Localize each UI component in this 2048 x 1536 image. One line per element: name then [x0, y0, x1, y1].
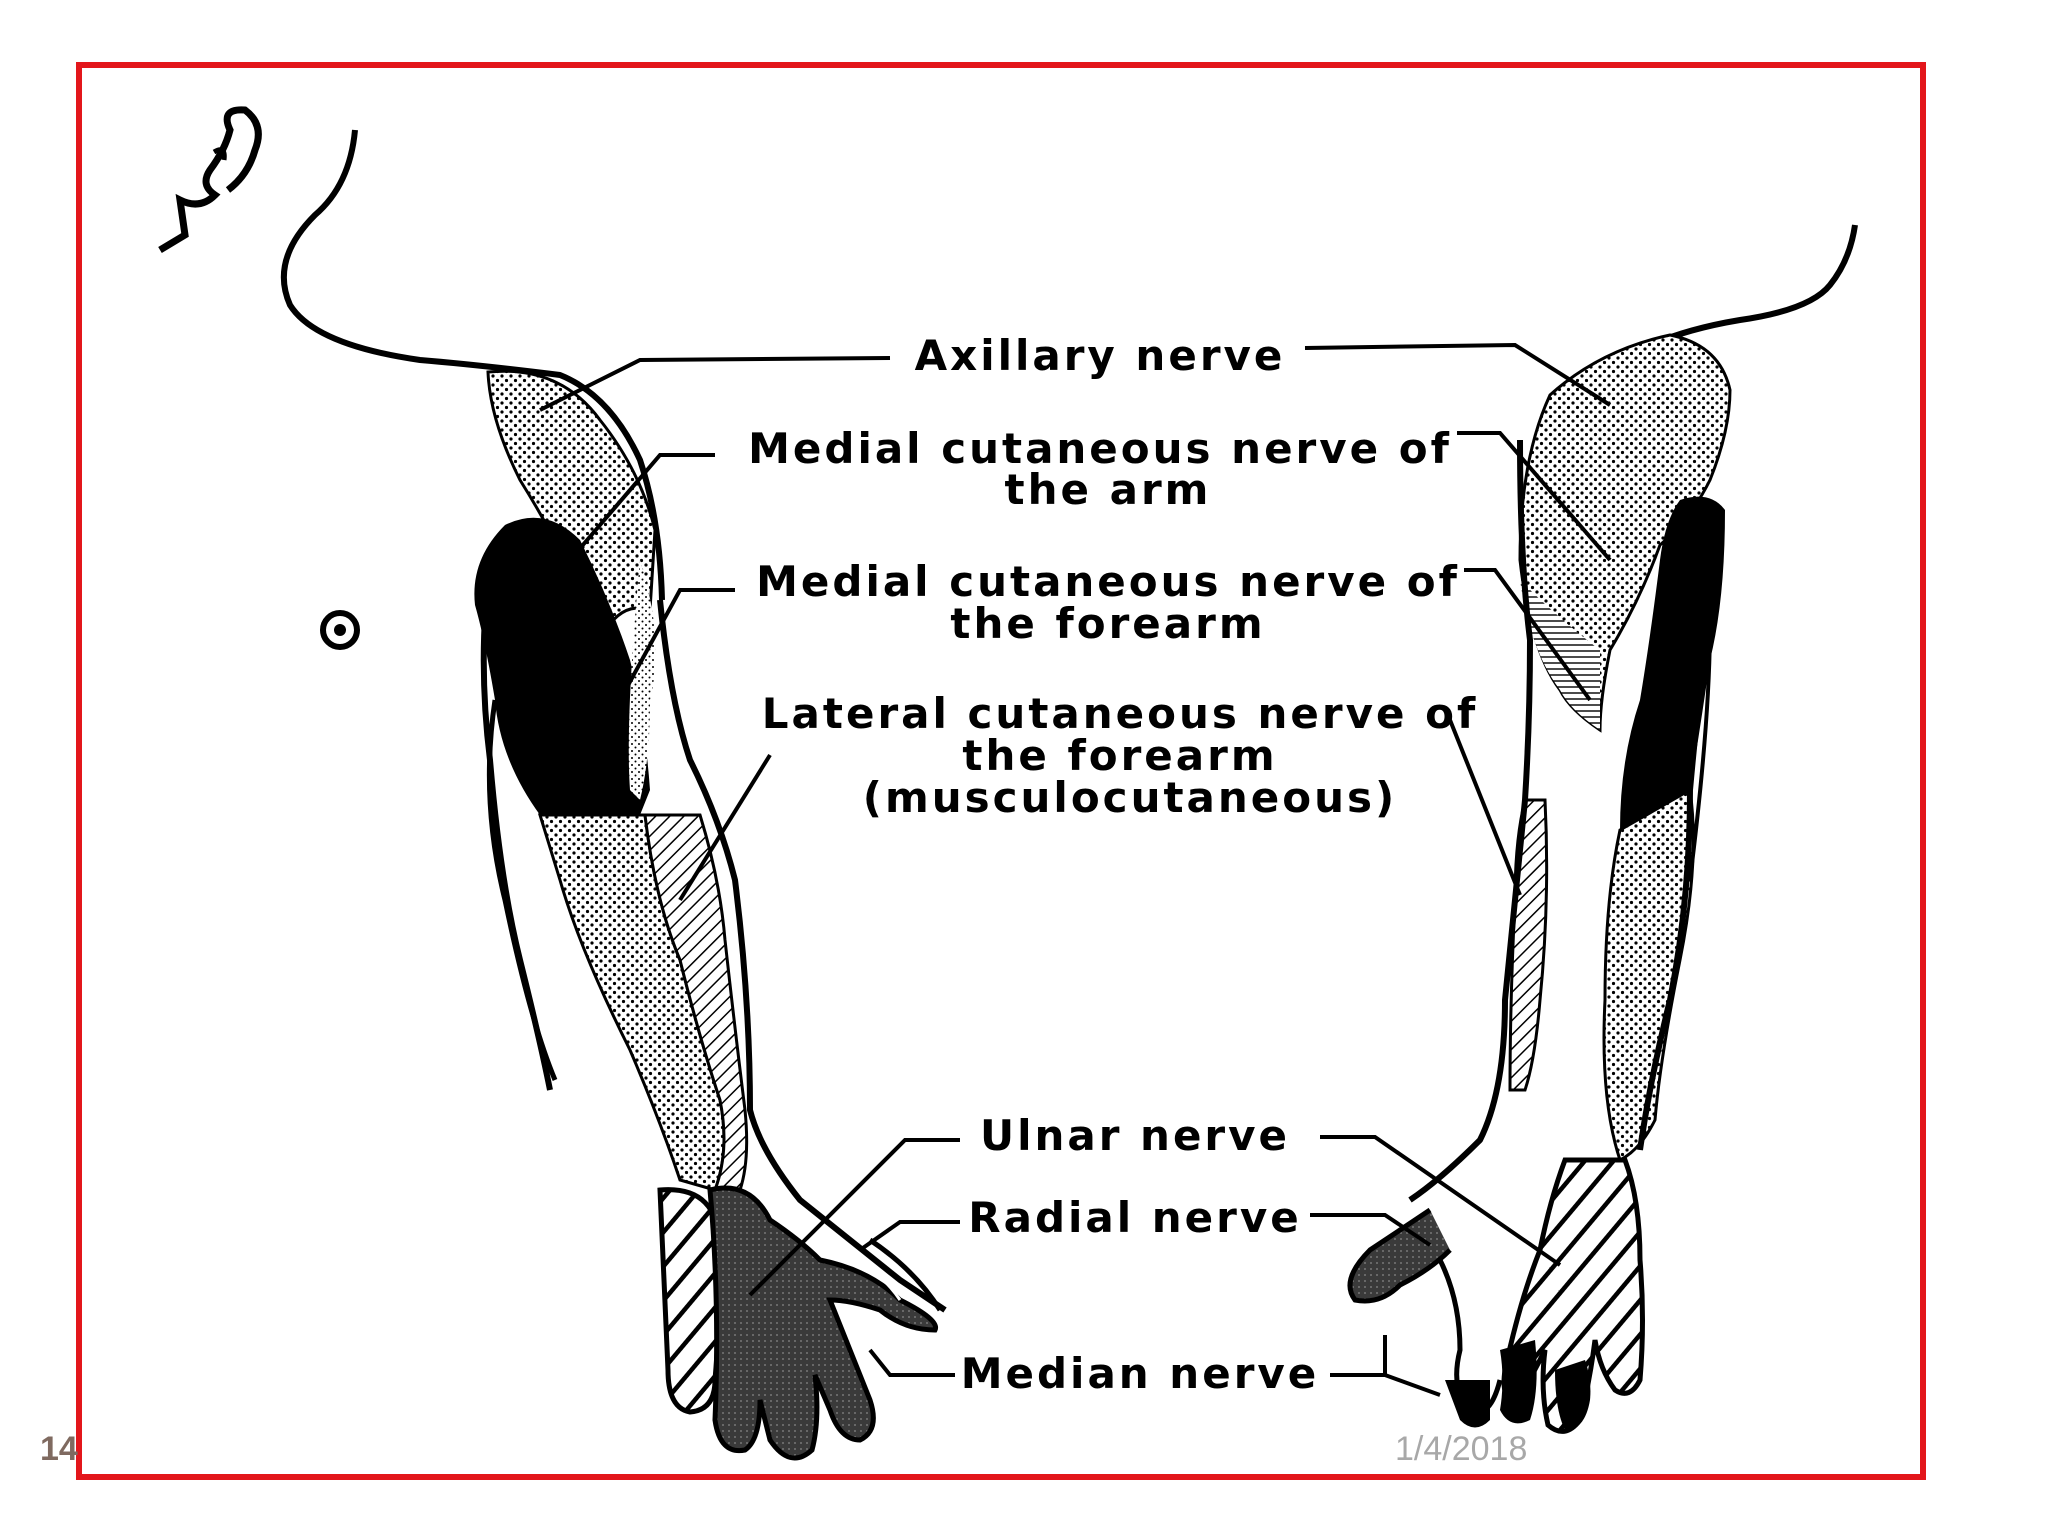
- nerve-labels: Axillary nerve Medial cutaneous nerve of…: [748, 331, 1478, 1398]
- left-arm: [158, 106, 947, 1461]
- neck-outline: [280, 129, 665, 601]
- label-medial-forearm-line2: the forearm: [950, 599, 1265, 648]
- ear-icon: [158, 106, 262, 254]
- ulnar-hand-region-right: [1501, 1157, 1645, 1434]
- radial-arm-region-right: [1620, 496, 1725, 830]
- slide-number: 14: [40, 1430, 78, 1468]
- label-radial-nerve: Radial nerve: [968, 1193, 1301, 1242]
- label-medial-arm-line2: the arm: [1005, 465, 1212, 514]
- leader-lines: [539, 342, 1612, 1397]
- label-median-nerve: Median nerve: [961, 1349, 1320, 1398]
- label-medial-forearm-line1: Medial cutaneous nerve of: [756, 557, 1460, 606]
- axillary-region: [486, 369, 657, 644]
- label-ulnar-nerve: Ulnar nerve: [980, 1111, 1290, 1160]
- right-arm: [1347, 224, 1858, 1434]
- label-lateral-line3: (musculocutaneous): [863, 773, 1397, 822]
- radial-hand-region-left: [707, 1185, 938, 1461]
- label-axillary-nerve: Axillary nerve: [915, 331, 1286, 380]
- label-lateral-line2: the forearm: [962, 731, 1277, 780]
- olecranon-marker: [320, 610, 360, 650]
- slide-date: 1/4/2018: [1395, 1430, 1528, 1468]
- radial-arm-region: [474, 517, 650, 815]
- label-lateral-line1: Lateral cutaneous nerve of: [762, 689, 1478, 738]
- label-medial-arm-line1: Medial cutaneous nerve of: [748, 424, 1452, 473]
- slide-frame: [76, 62, 1926, 1480]
